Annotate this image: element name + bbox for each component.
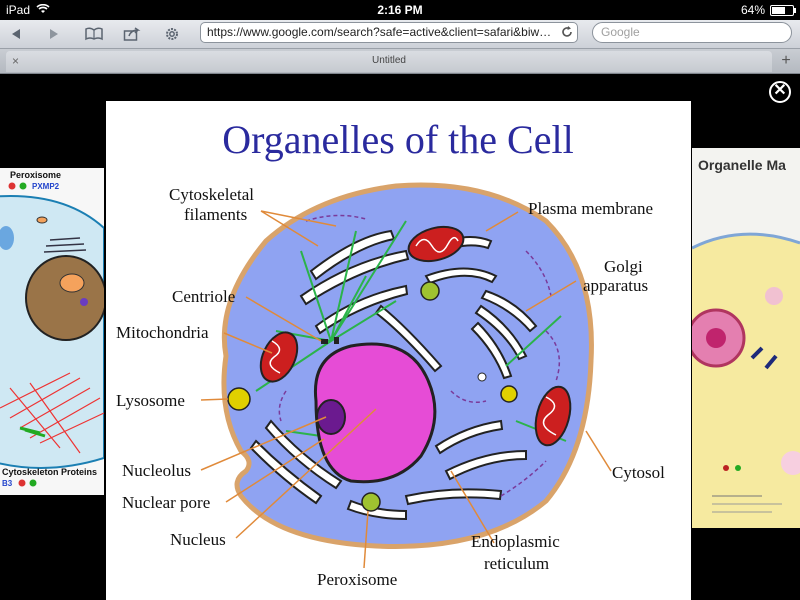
tab-title: Untitled — [372, 55, 406, 66]
wifi-icon — [36, 3, 50, 17]
label-cytoskeletal-2: filaments — [184, 205, 247, 224]
label-golgi-1: Golgi — [604, 257, 643, 276]
battery-icon — [770, 4, 796, 16]
right-image-title: Organelle Ma — [698, 157, 786, 173]
label-nuclear-pore: Nuclear pore — [122, 493, 210, 512]
label-er-1: Endoplasmic — [471, 532, 560, 551]
status-bar: iPad 2:16 PM 64% — [0, 0, 800, 20]
label-cytosol: Cytosol — [612, 463, 665, 482]
label-peroxisome: Peroxisome — [317, 570, 397, 589]
label-lysosome: Lysosome — [116, 391, 185, 410]
browser-toolbar: https://www.google.com/search?safe=activ… — [0, 20, 800, 49]
label-nucleus: Nucleus — [170, 530, 226, 549]
share-icon[interactable] — [120, 24, 144, 44]
previous-image[interactable]: Peroxisome PXMP2 Cytoskeleton Proteins B… — [0, 168, 104, 495]
cell-diagram-image[interactable]: Organelles of the Cell — [106, 101, 691, 600]
left-label-pxmp2: PXMP2 — [32, 182, 60, 191]
search-field[interactable]: Google — [592, 22, 792, 43]
label-cytoskeletal-1: Cytoskeletal — [169, 185, 254, 204]
left-label-cytoskeleton: Cytoskeleton Proteins — [2, 467, 97, 477]
left-label-b3: B3 — [2, 479, 13, 488]
new-tab-button[interactable]: + — [781, 52, 791, 69]
back-arrow-icon[interactable] — [4, 24, 28, 44]
reload-icon[interactable] — [560, 25, 574, 39]
label-golgi-2: apparatus — [583, 276, 648, 295]
status-left: iPad — [6, 3, 50, 17]
battery-fill — [772, 6, 785, 14]
label-nucleolus: Nucleolus — [122, 461, 191, 480]
left-label-peroxisome: Peroxisome — [10, 170, 61, 180]
close-viewer-button[interactable]: ✕ — [769, 81, 791, 103]
status-right: 64% — [740, 3, 796, 17]
close-tab-icon[interactable]: × — [12, 54, 20, 68]
battery-percent: 64% — [740, 3, 765, 17]
label-plasma-membrane: Plasma membrane — [528, 199, 653, 218]
forward-arrow-icon[interactable] — [42, 24, 66, 44]
status-time: 2:16 PM — [377, 3, 423, 17]
label-centriole: Centriole — [172, 287, 235, 306]
device-name: iPad — [6, 3, 31, 17]
tab-bar: × Untitled + — [0, 49, 800, 74]
label-mitochondria: Mitochondria — [116, 323, 209, 342]
gear-icon[interactable] — [160, 24, 184, 44]
tab-untitled[interactable]: × Untitled — [6, 51, 772, 72]
book-icon[interactable] — [82, 24, 106, 44]
diagram-title: Organelles of the Cell — [222, 117, 573, 162]
label-er-2: reticulum — [484, 554, 549, 573]
address-bar[interactable]: https://www.google.com/search?safe=activ… — [200, 22, 578, 43]
next-image[interactable]: Organelle Ma — [692, 148, 800, 528]
